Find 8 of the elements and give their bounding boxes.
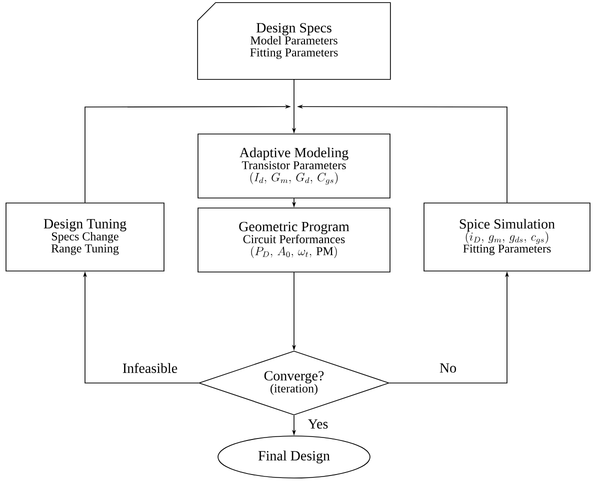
process-box: Adaptive Modeling Transistor Parameters $(I_d,\, G_m,\, G_d,\, C_{gs})$ [198, 134, 390, 198]
edge-label: Yes [306, 418, 330, 430]
process-box: Geometric Program Circuit Performances $(P_D,\, A_0,\, \omega_t,\, \mathrm{PM})$ [198, 208, 390, 272]
input-box: Design Specs Model Parameters Fitting Parameters [197, 2, 391, 80]
edge-label: No [438, 362, 458, 374]
process-box: Design Tuning Specs Change Range Tuning [6, 202, 164, 272]
process-box: Spice Simulation $(i_D,\, g_m,\, g_{ds},\, c_{gs})$ Fitting Parameters [424, 202, 590, 272]
edge-label: Infeasible [121, 362, 179, 374]
